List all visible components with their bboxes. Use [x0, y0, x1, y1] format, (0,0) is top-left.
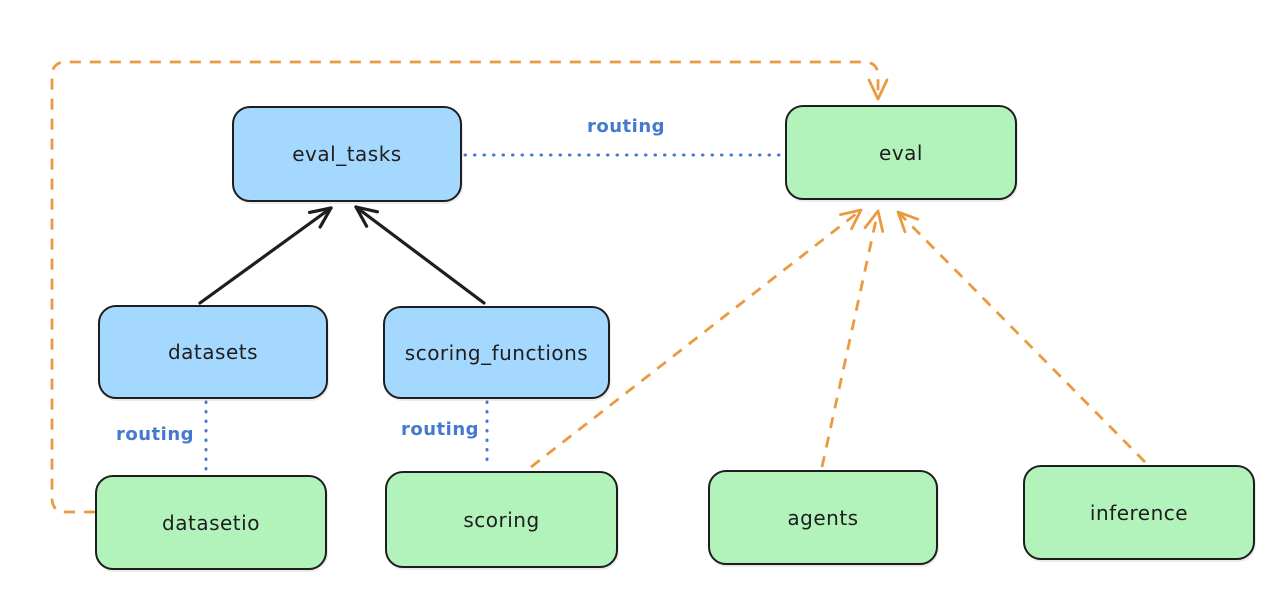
- node-eval-tasks-label: eval_tasks: [292, 142, 402, 166]
- provider-arrow-agents-to-eval: [820, 209, 885, 468]
- node-scoring: scoring: [385, 471, 618, 568]
- provider-arrow-inference-to-eval: [896, 210, 1146, 463]
- routing-label-datasets-datasetio: routing: [115, 424, 195, 445]
- node-agents-label: agents: [787, 505, 859, 530]
- node-scoring-functions: scoring_functions: [383, 306, 610, 399]
- node-datasetio: datasetio: [95, 475, 327, 570]
- node-inference-label: inference: [1089, 500, 1189, 525]
- node-eval-tasks: eval_tasks: [232, 106, 462, 202]
- node-datasetio-label: datasetio: [162, 510, 260, 535]
- routing-label-scoring-functions-scoring: routing: [400, 419, 480, 440]
- provider-arrow-datasetio-to-eval: [50, 60, 889, 514]
- node-datasets: datasets: [98, 305, 328, 399]
- routing-label-eval-tasks-eval: routing: [586, 116, 666, 137]
- node-eval: eval: [785, 105, 1017, 200]
- arrow-scoring-functions-to-eval-tasks: [354, 205, 486, 305]
- node-inference: inference: [1023, 465, 1255, 560]
- node-agents: agents: [708, 470, 938, 565]
- node-datasets-label: datasets: [167, 340, 259, 364]
- node-eval-label: eval: [879, 140, 923, 165]
- provider-arrow-scoring-to-eval: [530, 208, 863, 469]
- node-scoring-functions-label: scoring_functions: [404, 340, 589, 365]
- arrow-datasets-to-eval-tasks: [198, 206, 333, 305]
- node-scoring-label: scoring: [463, 507, 540, 532]
